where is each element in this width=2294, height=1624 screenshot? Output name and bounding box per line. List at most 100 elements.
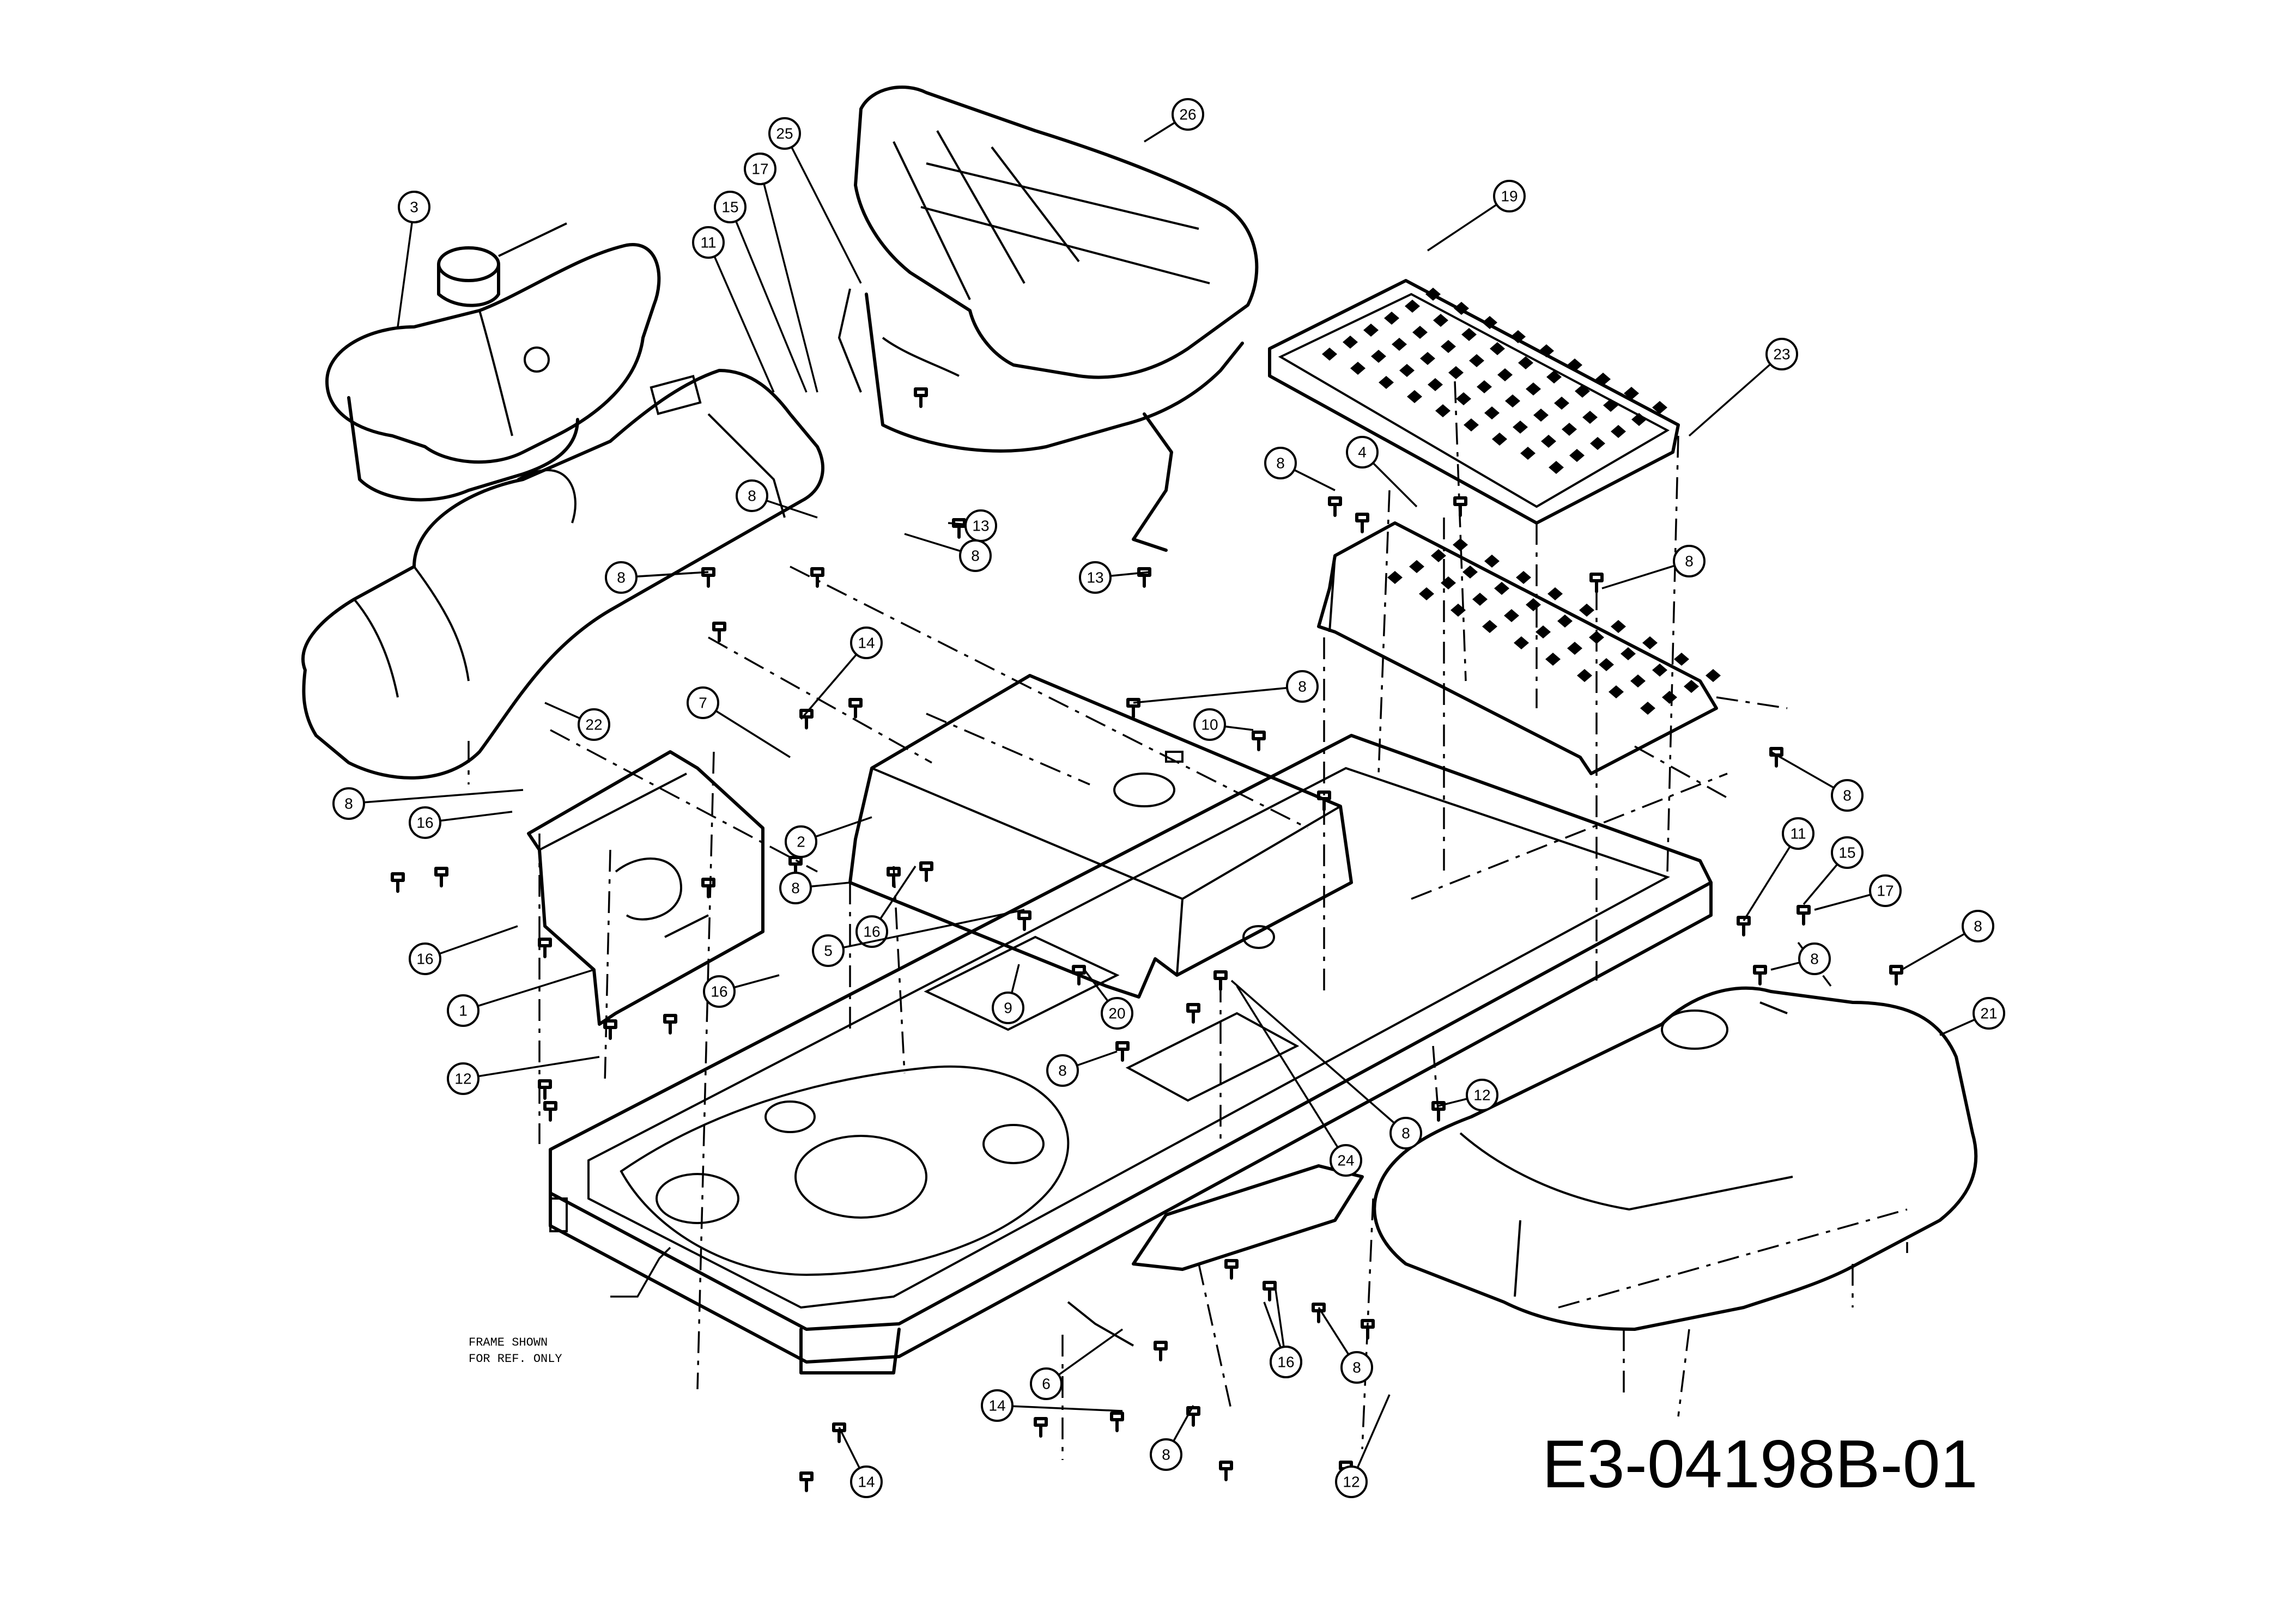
callout-number: 8 (1162, 1446, 1170, 1463)
callout-number: 13 (1087, 569, 1103, 586)
callout-circle (687, 686, 719, 719)
callout-leader (397, 206, 415, 327)
tread-diamond (1546, 370, 1562, 384)
callout-leader (759, 168, 818, 393)
callout-leader (997, 1404, 1123, 1412)
tread-diamond (1441, 576, 1456, 589)
callout-leader (1230, 980, 1407, 1134)
tread-diamond (1611, 425, 1626, 438)
callout-circle (850, 627, 883, 659)
callout-8: 8 (1264, 447, 1336, 491)
callout-leader (800, 642, 867, 720)
tread-diamond (1539, 344, 1554, 357)
callout-number: 16 (416, 814, 433, 831)
tread-diamond (1461, 328, 1477, 341)
callout-4: 4 (1346, 436, 1418, 508)
tread-diamond (1684, 680, 1699, 693)
callout-leader (1688, 353, 1783, 437)
callout-8: 8 (779, 872, 851, 904)
bolt (848, 698, 863, 719)
tread-diamond (1384, 312, 1399, 325)
callout-circle (447, 994, 480, 1027)
tread-diamond (1431, 549, 1446, 562)
tread-diamond (1379, 376, 1394, 389)
bolt (1328, 496, 1342, 517)
callout-leader (1427, 195, 1510, 252)
tread-diamond (1621, 647, 1636, 660)
callout-circle (1340, 1351, 1373, 1384)
callout-number: 12 (454, 1070, 471, 1087)
callout-6: 6 (1030, 1328, 1124, 1400)
callout-number: 11 (700, 234, 716, 251)
bolt (1263, 1281, 1277, 1301)
tread-diamond (1516, 571, 1531, 584)
callout-number: 5 (824, 942, 833, 959)
callout-number: 25 (776, 125, 793, 142)
callout-8: 8 (605, 561, 709, 594)
callout-number: 9 (1004, 1000, 1012, 1017)
callout-circle (1798, 942, 1831, 975)
note-line-2: FOR REF. ONLY (469, 1352, 562, 1366)
tread-diamond (1631, 413, 1647, 426)
tread-diamond (1462, 565, 1478, 579)
callout-leader (1236, 986, 1347, 1161)
callout-number: 21 (1980, 1005, 1997, 1022)
bolt (603, 1019, 617, 1040)
callout-20: 20 (1083, 969, 1133, 1030)
callout-number: 8 (344, 795, 353, 812)
tread-diamond (1582, 411, 1598, 424)
tread-diamond (1425, 288, 1441, 301)
tread-diamond (1609, 685, 1624, 698)
callout-number: 17 (1877, 883, 1894, 899)
bolt (1453, 496, 1467, 517)
callout-12: 12 (1335, 1394, 1391, 1498)
tread-diamond (1456, 392, 1471, 405)
callout-26: 26 (1144, 98, 1204, 143)
bolt (663, 1014, 677, 1035)
callout-number: 1 (459, 1002, 468, 1019)
callout-circle (1150, 1438, 1182, 1471)
seat (838, 86, 1259, 552)
frame-note: FRAME SHOWN FOR REF. ONLY (469, 1246, 671, 1366)
callout-number: 16 (863, 923, 880, 940)
bolt (1224, 1259, 1239, 1280)
callout-number: 14 (988, 1397, 1005, 1414)
tread-diamond (1662, 691, 1677, 704)
callout-number: 24 (1337, 1152, 1354, 1169)
bolt (887, 867, 901, 887)
callout-number: 8 (1298, 678, 1307, 695)
callout-circle (1330, 1144, 1362, 1177)
callout-circle (1264, 447, 1297, 479)
callout-circle (1079, 561, 1112, 594)
diagram-id: E3-04198B-01 (1542, 1427, 1978, 1502)
callout-leader (463, 969, 594, 1012)
callout-number: 8 (1058, 1062, 1067, 1079)
left-fender (301, 369, 824, 780)
bolt (538, 938, 552, 958)
tread-diamond (1407, 390, 1422, 403)
callout-circle (1831, 836, 1864, 869)
tread-diamond (1652, 664, 1667, 677)
bolt (1797, 905, 1811, 926)
tread-diamond (1492, 433, 1507, 446)
callout-24: 24 (1236, 986, 1362, 1177)
callout-circle (779, 872, 812, 904)
callout-circle (1346, 436, 1379, 469)
callout-number: 12 (1473, 1087, 1490, 1104)
callout-number: 14 (858, 1474, 875, 1491)
bolt (799, 1471, 814, 1492)
callout-23: 23 (1688, 338, 1798, 437)
bolt (1154, 1341, 1168, 1361)
bolt (434, 867, 448, 887)
tread-diamond (1428, 378, 1443, 391)
tread-diamond (1547, 587, 1563, 600)
bolt (1213, 970, 1228, 991)
callout-number: 11 (1790, 825, 1806, 842)
tread-diamond (1387, 571, 1403, 584)
callout-2: 2 (785, 816, 872, 858)
tread-diamond (1674, 653, 1689, 666)
callout-12: 12 (447, 1056, 600, 1095)
callout-leader (1743, 833, 1799, 921)
callout-8: 8 (1230, 980, 1422, 1149)
callout-leader (784, 133, 862, 284)
